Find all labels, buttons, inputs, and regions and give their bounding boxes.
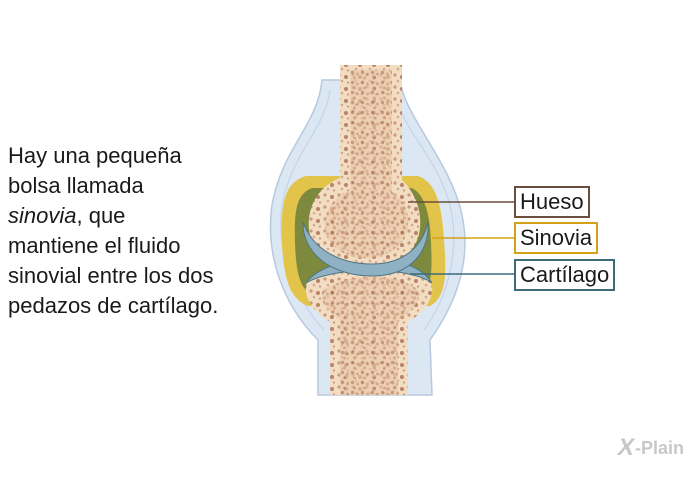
caption-line: bolsa llamada bbox=[8, 173, 144, 198]
label-cartilago-text: Cartílago bbox=[520, 262, 610, 287]
sinovia-term: sinovia bbox=[8, 203, 77, 228]
logo-mark-icon: X bbox=[615, 434, 637, 461]
tibia-interior bbox=[321, 276, 420, 395]
label-hueso-text: Hueso bbox=[520, 189, 584, 214]
label-cartilago: Cartílago bbox=[514, 259, 616, 291]
caption-line: pedazos de cartílago. bbox=[8, 293, 219, 318]
caption-line: sinovia, que bbox=[8, 201, 278, 231]
caption-line: mantiene el fluido bbox=[8, 233, 181, 258]
description-text: Hay una pequeña bolsa llamada sinovia, q… bbox=[8, 141, 278, 321]
label-sinovia: Sinovia bbox=[514, 222, 599, 254]
caption-fragment: , que bbox=[76, 203, 126, 228]
label-hueso: Hueso bbox=[514, 186, 590, 218]
femur-interior bbox=[325, 70, 409, 259]
caption-line: Hay una pequeña bbox=[8, 143, 182, 168]
logo-text: -Plain bbox=[634, 437, 684, 458]
caption-line: sinovial entre los dos bbox=[8, 263, 214, 288]
label-sinovia-text: Sinovia bbox=[520, 225, 593, 250]
capsule-line bbox=[394, 89, 455, 331]
x-plain-logo: X -Plain bbox=[615, 434, 684, 462]
femoral-cartilage bbox=[302, 221, 429, 277]
